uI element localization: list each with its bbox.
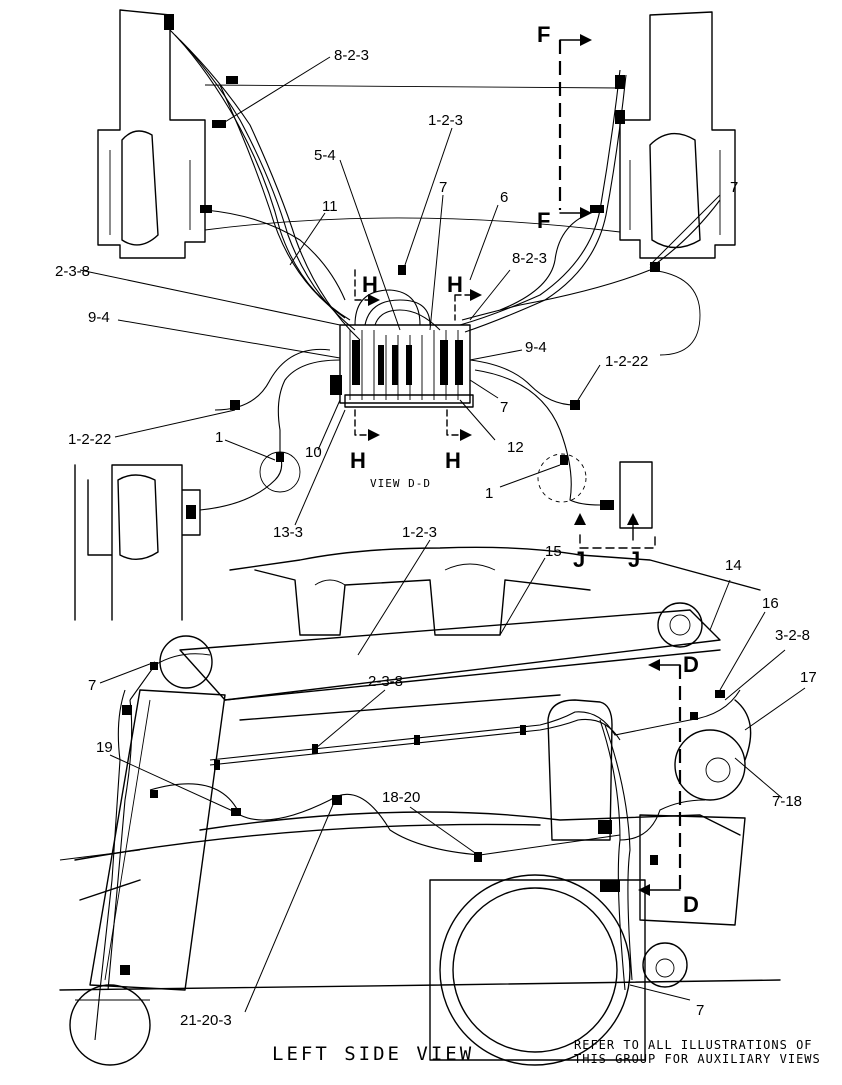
hydraulic-tank bbox=[547, 699, 613, 841]
callout-3-2-8: 3-2-8 bbox=[775, 627, 810, 644]
boom bbox=[179, 609, 721, 701]
view-d-d bbox=[74, 9, 736, 621]
section-h-upper-right: H bbox=[447, 272, 463, 297]
section-d-bottom: D bbox=[683, 892, 699, 917]
callout-6: 6 bbox=[500, 189, 508, 206]
left-upper-wheel bbox=[121, 130, 159, 246]
control-valve-bank bbox=[339, 289, 474, 408]
section-j-left: J bbox=[573, 547, 585, 572]
callout-12: 12 bbox=[507, 439, 524, 456]
right-frame-lower bbox=[619, 461, 653, 529]
section-h-lower-right: H bbox=[445, 448, 461, 473]
callout-1-right: 1 bbox=[485, 485, 493, 502]
callout-8-2-3-mid: 8-2-3 bbox=[512, 250, 547, 267]
section-d-top: D bbox=[683, 652, 699, 677]
callout-11: 11 bbox=[322, 198, 338, 215]
callout-21-20-3: 21-20-3 bbox=[180, 1012, 232, 1029]
boom-pivot-left bbox=[159, 635, 213, 689]
callout-7-top-c: 7 bbox=[500, 399, 508, 416]
callout-15: 15 bbox=[545, 543, 562, 560]
left-frame-upper bbox=[97, 9, 206, 259]
right-upper-wheel bbox=[649, 132, 701, 249]
left-frame-lower bbox=[87, 464, 201, 621]
boom-pivot-right bbox=[657, 602, 703, 648]
callout-19: 19 bbox=[96, 739, 113, 756]
callout-1-2-22-right: 1-2-22 bbox=[605, 353, 648, 370]
callout-1-left: 1 bbox=[215, 429, 223, 446]
callout-2-3-8-top: 2-3-8 bbox=[55, 263, 90, 280]
callout-8-2-3-top: 8-2-3 bbox=[334, 47, 369, 64]
left-side-view bbox=[59, 546, 781, 1066]
callout-7-18: 7-18 bbox=[772, 793, 802, 810]
callout-9-4-right: 9-4 bbox=[525, 339, 547, 356]
section-h-upper-left: H bbox=[362, 272, 378, 297]
callout-5-4: 5-4 bbox=[314, 147, 336, 164]
section-marks: F F H H H H J J D D bbox=[350, 22, 699, 917]
section-f-bottom: F bbox=[537, 208, 550, 233]
callout-2-3-8-side: 2-3-8 bbox=[368, 673, 403, 690]
callout-7-top-a: 7 bbox=[439, 179, 447, 196]
callout-1-2-3-side: 1-2-3 bbox=[402, 524, 437, 541]
view-d-d-label: VIEW D-D bbox=[370, 477, 431, 490]
callout-7-side-a: 7 bbox=[88, 677, 96, 694]
callout-1-2-3-top: 1-2-3 bbox=[428, 112, 463, 129]
reference-note-line-1: REFER TO ALL ILLUSTRATIONS OF bbox=[574, 1038, 813, 1052]
reference-note-line-2: THIS GROUP FOR AUXILIARY VIEWS bbox=[574, 1052, 821, 1066]
callout-13-3: 13-3 bbox=[273, 524, 303, 541]
callout-18-20: 18-20 bbox=[382, 789, 420, 806]
rear-drum bbox=[69, 984, 151, 1066]
lift-cylinder bbox=[89, 689, 226, 991]
callout-9-4-left: 9-4 bbox=[88, 309, 110, 326]
section-j-right: J bbox=[628, 547, 640, 572]
callout-1-2-22-left: 1-2-22 bbox=[68, 431, 111, 448]
callout-17: 17 bbox=[800, 669, 817, 686]
callout-14: 14 bbox=[725, 557, 742, 574]
left-side-view-title: LEFT SIDE VIEW bbox=[272, 1043, 474, 1065]
callout-7-top-b: 7 bbox=[730, 179, 738, 196]
left-lower-wheel bbox=[117, 474, 159, 560]
clip-circle-right bbox=[537, 453, 587, 503]
callout-10: 10 bbox=[305, 444, 322, 461]
callout-16: 16 bbox=[762, 595, 779, 612]
right-frame-upper bbox=[619, 11, 736, 259]
callouts: 8-2-3 1-2-3 5-4 7 6 7 11 2-3-8 8-2-3 9-4… bbox=[55, 47, 817, 1029]
leader-lines bbox=[79, 56, 806, 1013]
section-f-top: F bbox=[537, 22, 550, 47]
pump-housing bbox=[674, 729, 746, 801]
callout-7-side-b: 7 bbox=[696, 1002, 704, 1019]
main-wheel bbox=[439, 874, 631, 1066]
section-h-lower-left: H bbox=[350, 448, 366, 473]
